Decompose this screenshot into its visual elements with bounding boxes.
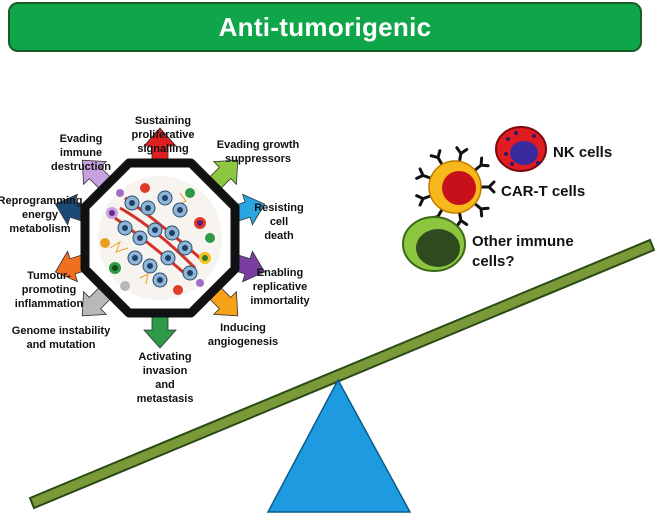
label-reprogramming-energy-metabolism: Reprogramming energy metabolism (0, 195, 82, 235)
other-immune-label-line2: cells? (472, 253, 515, 270)
car-t-cell-icon (415, 146, 496, 228)
other-immune-cell-icon (402, 216, 466, 272)
label-inducing-angiogenesis: Inducing angiogenesis (208, 322, 278, 348)
label-line: invasion (143, 365, 188, 377)
label-line: Reprogramming (0, 195, 82, 207)
label-line: and mutation (26, 339, 95, 351)
car-t-cells-label: CAR-T cells (501, 183, 585, 200)
label-evading-immune-destruction: Evading immune destruction (51, 133, 111, 173)
car-receptor (455, 211, 469, 228)
label-line: promoting (22, 284, 76, 296)
label-line: Inducing (220, 322, 266, 334)
seesaw-beam (28, 238, 656, 510)
other-immune-label-line1: Other immune (472, 233, 574, 250)
label-line: cell (270, 216, 288, 228)
label-line: Sustaining (135, 115, 191, 127)
label-line: Enabling (257, 267, 303, 279)
label-line: signalling (137, 143, 188, 155)
car-receptor (415, 167, 433, 180)
fulcrum-triangle (266, 378, 412, 513)
label-line: immortality (250, 295, 310, 307)
label-line: Resisting (254, 202, 304, 214)
label-line: inflammation (15, 298, 84, 310)
car-receptor (473, 156, 490, 172)
hallmarks-wheel (54, 127, 266, 349)
label-evading-growth-suppressors: Evading growth suppressors (217, 139, 300, 165)
label-line: angiogenesis (208, 336, 278, 348)
label-line: metabolism (9, 223, 70, 235)
label-line: Evading growth (217, 139, 300, 151)
title-banner: Anti-tumorigenic (8, 2, 642, 52)
label-tumour-promoting-inflammation: Tumour- promoting inflammation (15, 270, 84, 310)
label-line: proliferative (132, 129, 195, 141)
car-receptor (455, 146, 469, 163)
label-line: metastasis (137, 393, 194, 405)
label-line: Activating (138, 351, 191, 363)
label-line: destruction (51, 161, 111, 173)
nk-cell-icon (495, 126, 547, 172)
car-receptor (415, 194, 433, 207)
title-text: Anti-tumorigenic (218, 11, 432, 42)
label-line: immune (60, 147, 102, 159)
label-line: replicative (253, 281, 307, 293)
label-line: death (264, 230, 294, 242)
label-line: suppressors (225, 153, 291, 165)
label-activating-invasion-metastasis: Activating invasion and metastasis (137, 351, 194, 405)
label-line: and (155, 379, 175, 391)
car-receptor (479, 180, 496, 194)
label-resisting-cell-death: Resisting cell death (254, 202, 304, 242)
label-line: Evading (60, 133, 103, 145)
car-receptor (429, 149, 444, 166)
label-enabling-replicative-immortality: Enabling replicative immortality (250, 267, 310, 307)
label-line: Tumour- (27, 270, 71, 282)
label-line: Genome instability (12, 325, 111, 337)
tumour-tissue-icon (98, 176, 222, 300)
nk-cells-label: NK cells (553, 144, 612, 161)
label-genome-instability-mutation: Genome instability and mutation (12, 325, 111, 351)
label-line: energy (22, 209, 59, 221)
label-sustaining-proliferative-signalling: Sustaining proliferative signalling (132, 115, 195, 155)
car-receptor (473, 202, 490, 218)
